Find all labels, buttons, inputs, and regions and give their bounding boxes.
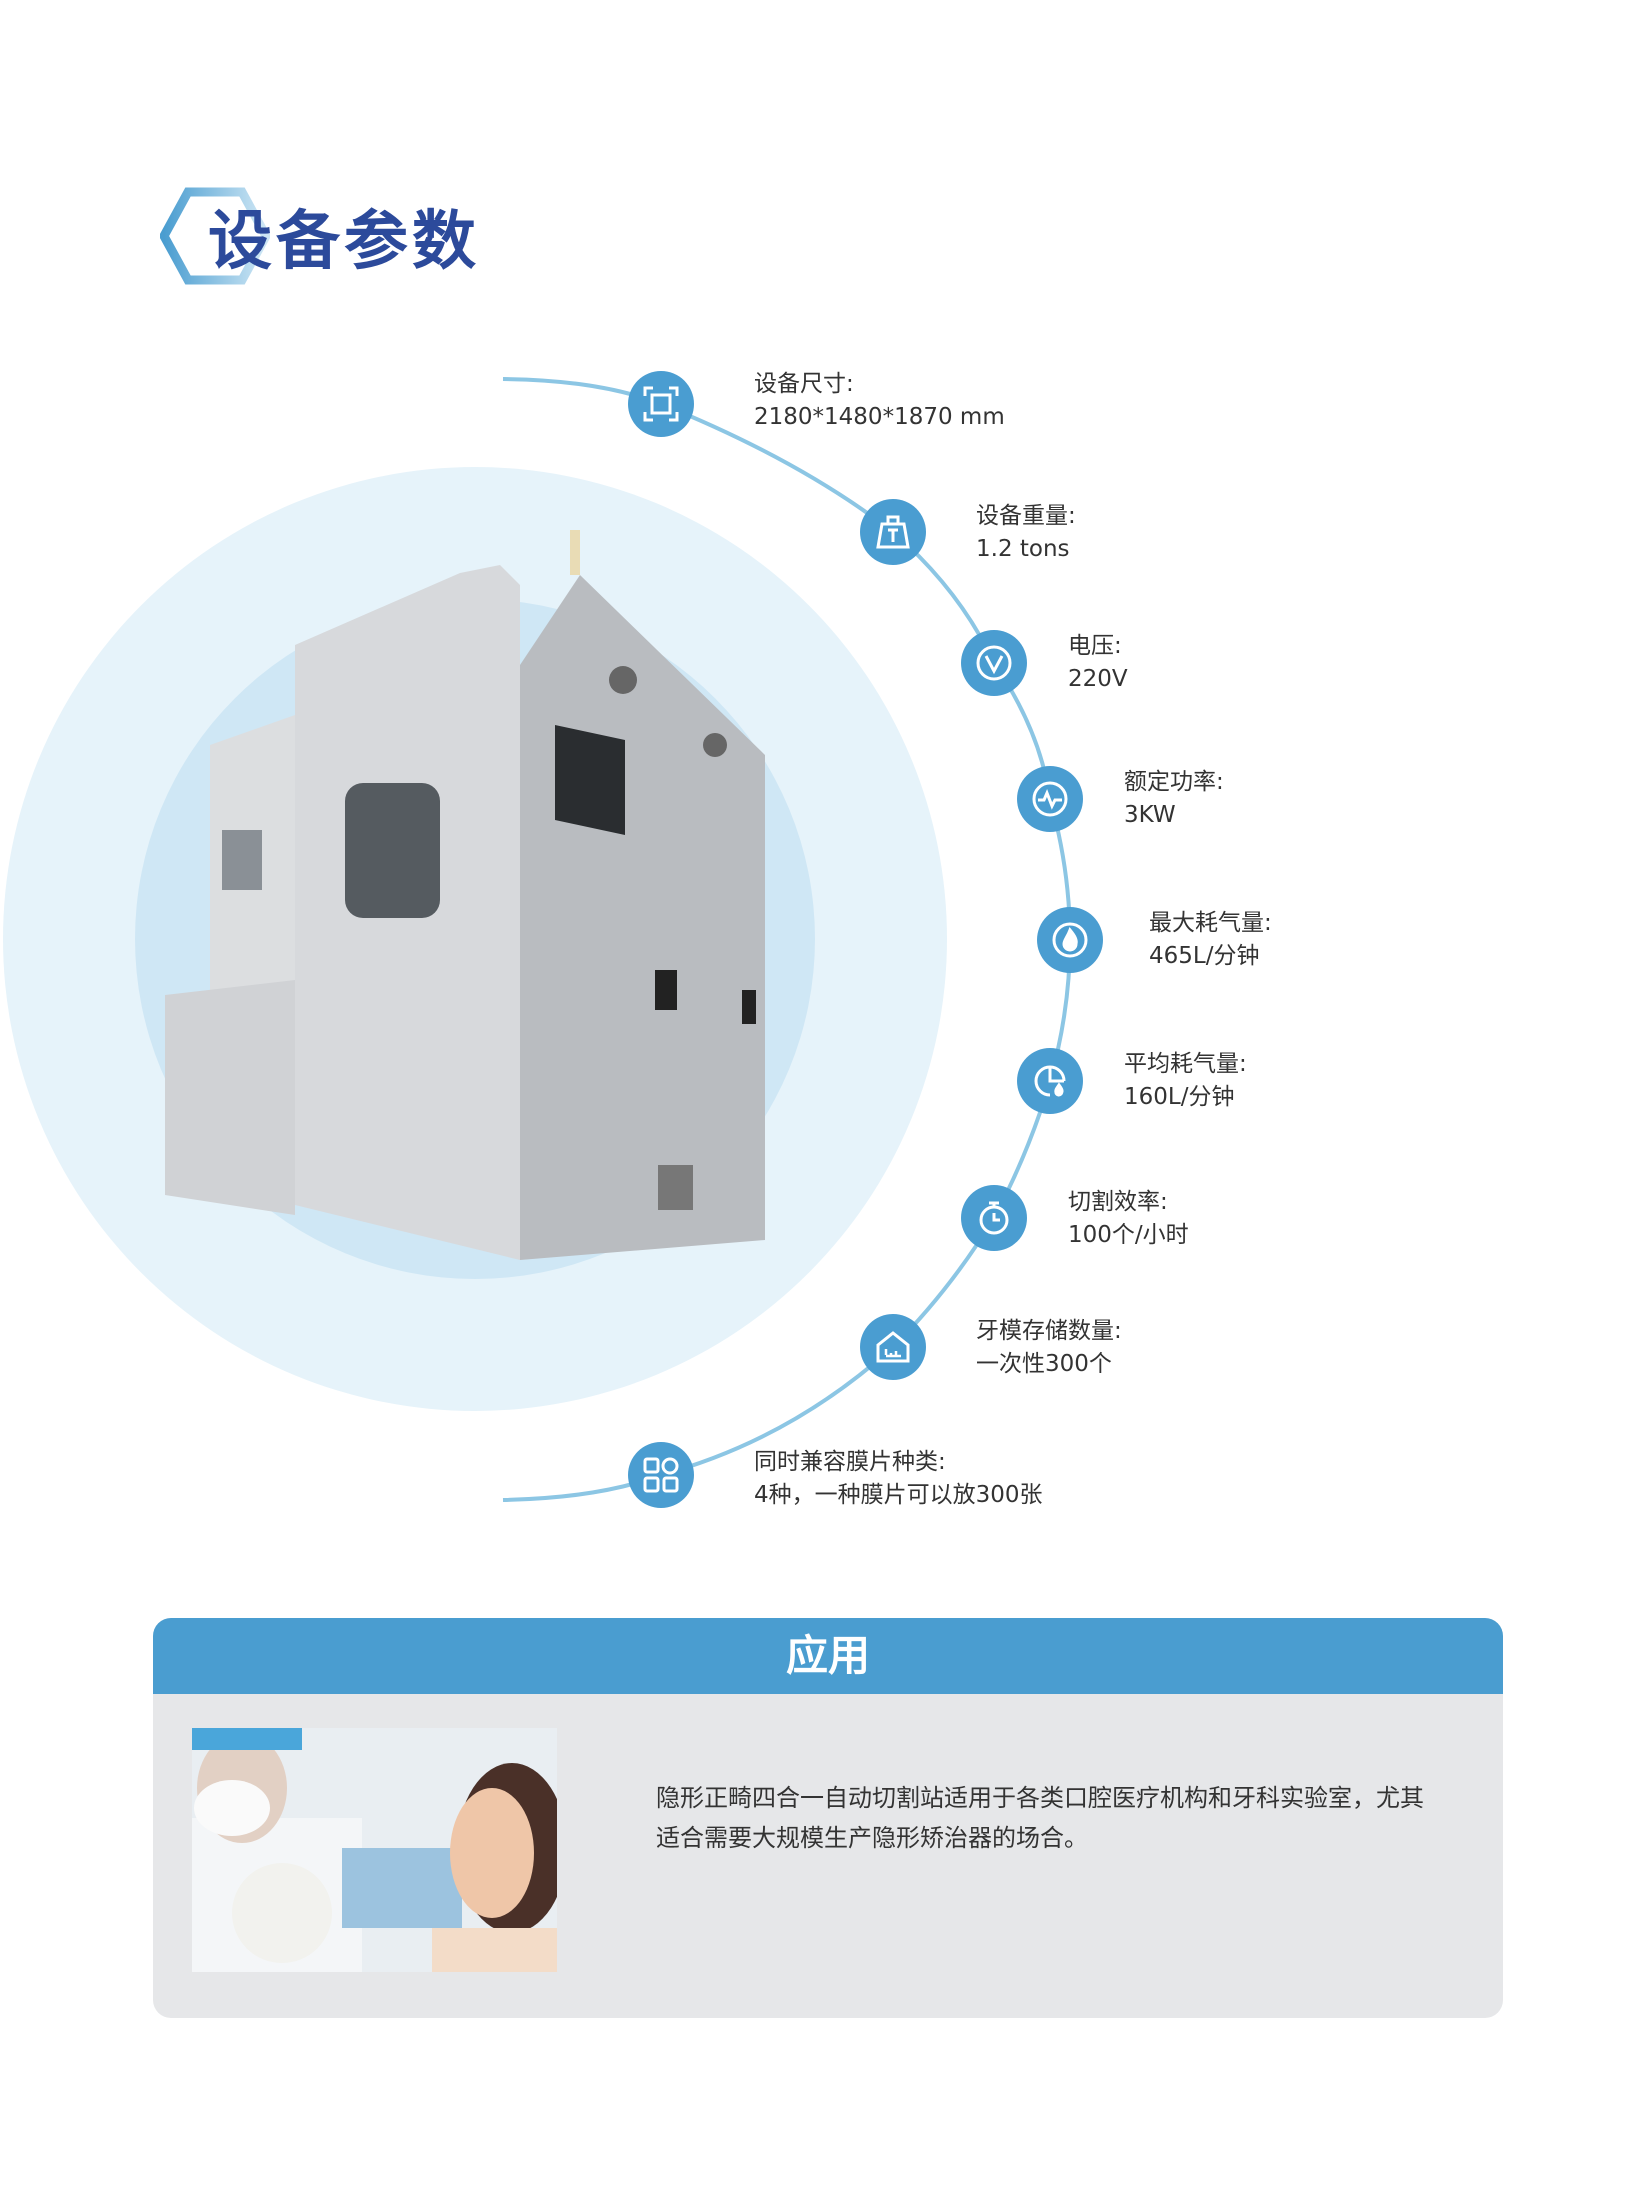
pulse-icon [1017, 766, 1083, 832]
weight-icon [860, 499, 926, 565]
spec-value: 100个/小时 [1068, 1222, 1189, 1248]
spec-label: 牙模存储数量: [976, 1318, 1122, 1344]
timer-icon [961, 1185, 1027, 1251]
grid-icon [628, 1442, 694, 1508]
hexagon-logo-icon [160, 187, 270, 285]
application-panel: 应用 隐形正畸四合一自动切割站适用于各类口腔医疗机构和牙科实验室，尤其适合需要大… [153, 1618, 1503, 2018]
spec-label: 额定功率: [1124, 769, 1224, 795]
spec-value: 220V [1068, 666, 1128, 692]
spec-label: 电压: [1068, 633, 1122, 659]
spec-label: 平均耗气量: [1124, 1051, 1247, 1077]
spec-value: 4种，一种膜片可以放300张 [754, 1482, 1043, 1508]
spec-value: 465L/分钟 [1149, 943, 1260, 969]
page-title: 设备参数 [208, 205, 480, 279]
spec-label: 切割效率: [1068, 1189, 1168, 1215]
spec-value: 3KW [1124, 802, 1176, 828]
spec-value: 2180*1480*1870 mm [754, 404, 1005, 430]
spec-label: 设备重量: [976, 503, 1076, 529]
spec-value: 160L/分钟 [1124, 1084, 1235, 1110]
application-description: 隐形正畸四合一自动切割站适用于各类口腔医疗机构和牙科实验室，尤其适合需要大规模生… [656, 1784, 1424, 1852]
dentist-photo [192, 1728, 557, 1972]
voltage-icon [961, 630, 1027, 696]
spec-label: 最大耗气量: [1149, 910, 1272, 936]
spec-value: 1.2 tons [976, 536, 1070, 562]
spec-label: 设备尺寸: [754, 371, 854, 397]
machine-image [165, 530, 765, 1260]
flame-icon [1037, 907, 1103, 973]
gauge-flame-icon [1017, 1048, 1083, 1114]
application-title: 应用 [153, 1618, 1503, 1694]
spec-value: 一次性300个 [976, 1351, 1112, 1377]
storage-icon [860, 1314, 926, 1380]
spec-label: 同时兼容膜片种类: [754, 1449, 946, 1475]
frame-icon [628, 371, 694, 437]
